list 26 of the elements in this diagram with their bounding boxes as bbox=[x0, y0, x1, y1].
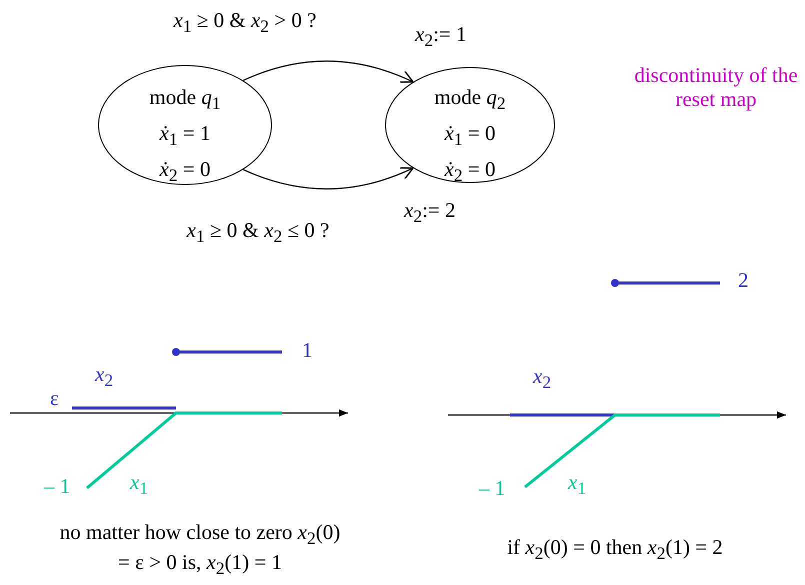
signal-label: x$_{2}$ bbox=[95, 362, 114, 392]
value-label: ε bbox=[50, 386, 59, 410]
reset-label: x$_{2}$:= 2 bbox=[404, 198, 456, 228]
reset-label: x$_{2}$:= 1 bbox=[415, 22, 467, 52]
signal-label: x$_{2}$ bbox=[533, 364, 552, 394]
guard-label: x$_{1}$ ≥ 0 & x$_{2}$ > 0 ? bbox=[174, 8, 316, 38]
signal-label: x$_{1}$ bbox=[568, 470, 586, 500]
value-label: 2 bbox=[738, 268, 748, 292]
signal-label: x$_{1}$ bbox=[130, 470, 148, 500]
guard-label: x$_{1}$ ≥ 0 & x$_{2}$ ≤ 0 ? bbox=[186, 218, 330, 248]
value-label: 1 bbox=[302, 338, 312, 362]
value-label: – 1 bbox=[479, 476, 506, 500]
mode-name: mode q$_{1}$ bbox=[149, 84, 221, 116]
mode-name: mode q$_{2}$ bbox=[434, 84, 506, 116]
caption-text: if x$_{2}$(0) = 0 then x$_{2}$(1) = 2 bbox=[507, 535, 723, 566]
value-label: – 1 bbox=[44, 474, 70, 498]
transition-arrow bbox=[242, 166, 414, 190]
transition-arrow bbox=[242, 60, 414, 84]
state-ellipse bbox=[385, 67, 555, 183]
annotation-note: discontinuity of the reset map bbox=[633, 63, 799, 111]
flow-equation: ẋ$_{1}$ = 0 bbox=[444, 120, 496, 152]
caption-text: no matter how close to zero x$_{2}$(0) = ε > 0 is, x$_{2}$(1) = 1 bbox=[58, 520, 342, 580]
flow-equation: ẋ$_{1}$ = 1 bbox=[160, 120, 210, 152]
flow-equation: ẋ$_{2}$ = 0 bbox=[160, 156, 210, 188]
flow-equation: ẋ$_{2}$ = 0 bbox=[444, 156, 496, 188]
state-ellipse bbox=[98, 65, 272, 185]
